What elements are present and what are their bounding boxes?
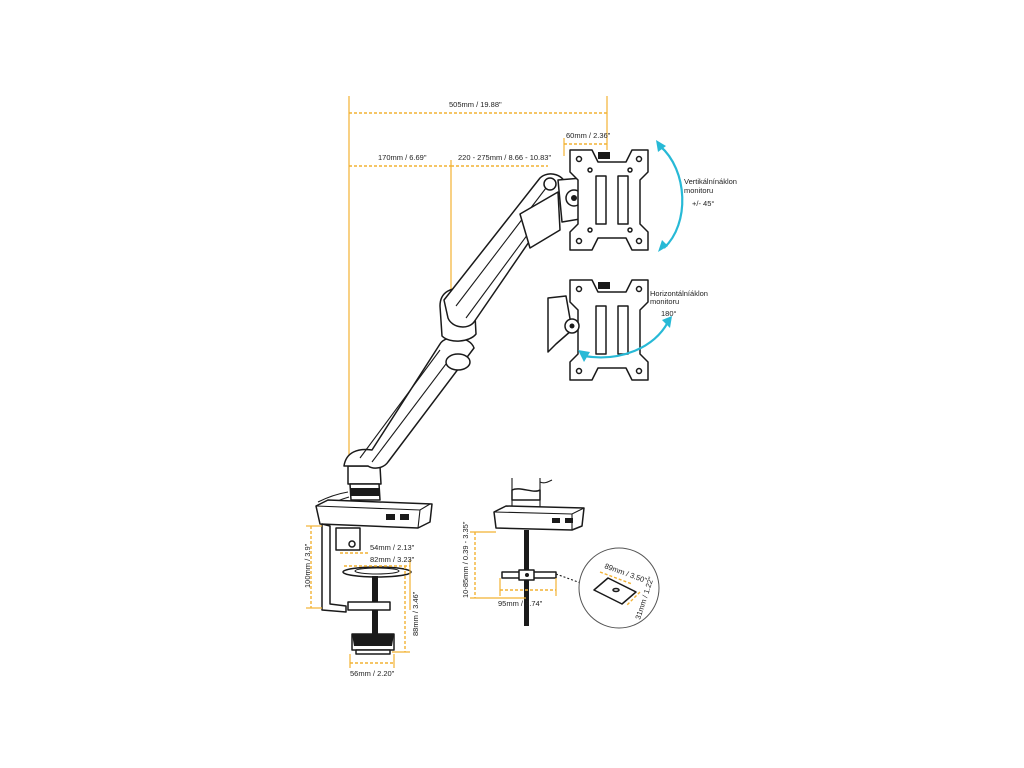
horizontal-tilt-caption: Horizontálníáklon [650, 289, 708, 298]
vertical-tilt-arrow [656, 140, 684, 252]
vesa-plate-top [569, 149, 649, 251]
dimension-lines-grommet [470, 531, 557, 599]
grommet-plate-width-label: 95mm / 3.74" [498, 599, 543, 608]
horizontal-tilt-arrow [578, 316, 672, 362]
c-clamp [321, 523, 412, 655]
clamp-base-width-label: 54mm / 2.13" [370, 543, 415, 552]
clamp-height-label: 100mm / 3.9" [303, 543, 312, 588]
plate-detail-circle [578, 547, 660, 629]
vertical-tilt-caption: Vertikálnínáklon [684, 177, 737, 186]
upper-arm-label: 220 - 275mm / 8.66 - 10.83" [458, 153, 551, 162]
vesa-plate-label: 60mm / 2.36" [566, 131, 611, 140]
total-reach-label: 505mm / 19.88" [449, 100, 502, 109]
clamp-knob-width-label: 56mm / 2.20" [350, 669, 395, 678]
clamp-plate-width-label: 82mm / 3.23" [370, 555, 415, 564]
grommet-mount [493, 478, 601, 626]
vertical-tilt-value: +/- 45° [692, 199, 714, 208]
vesa-plate-bottom [547, 279, 649, 381]
dimension-lines-top [348, 96, 608, 465]
horizontal-tilt-value: 180° [661, 309, 677, 318]
clamp-screw-height-label: 88mm / 3.46" [411, 591, 420, 636]
lower-arm-label: 170mm / 6.69" [378, 153, 427, 162]
vertical-tilt-caption-2: monitoru [684, 186, 713, 195]
grommet-range-label: 10-85mm / 0.39 - 3.35" [461, 521, 470, 598]
monitor-arm [315, 173, 587, 529]
horizontal-tilt-caption-2: monitoru [650, 297, 679, 306]
dimension-lines-clamp [306, 525, 411, 668]
